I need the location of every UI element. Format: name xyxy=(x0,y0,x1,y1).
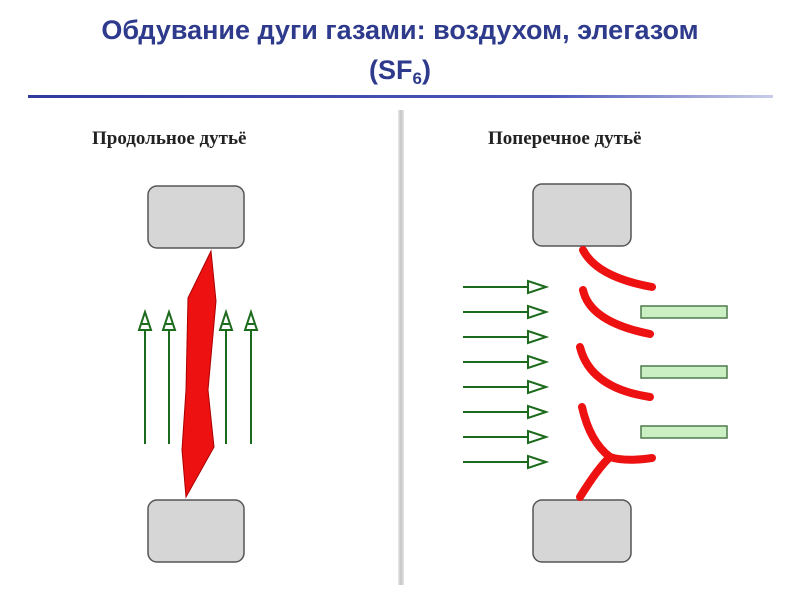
title-close-paren: ) xyxy=(421,55,431,85)
lower-electrode-right xyxy=(532,499,632,563)
gas-arrow xyxy=(463,429,550,445)
gas-arrow xyxy=(218,308,234,444)
electric-arc-transverse xyxy=(576,246,656,501)
gas-arrow xyxy=(463,404,550,420)
arc-chute-plate xyxy=(640,365,728,379)
transverse-panel xyxy=(463,183,728,563)
arc-segment xyxy=(576,343,654,401)
gas-arrow xyxy=(243,308,259,444)
longitudinal-blast-label: Продольное дутьё xyxy=(92,128,247,149)
gas-arrow xyxy=(161,308,177,444)
gas-arrow xyxy=(463,304,550,320)
gas-arrow xyxy=(463,279,550,295)
gas-arrow xyxy=(137,308,153,444)
title-subscript: 6 xyxy=(412,69,422,88)
gas-arrow xyxy=(463,454,550,470)
electric-arc-longitudinal xyxy=(181,249,217,499)
panel-divider xyxy=(398,110,404,585)
title-line-2: (SF6) xyxy=(369,55,431,88)
arc-segment xyxy=(579,286,654,338)
lower-electrode-left xyxy=(147,499,245,563)
longitudinal-panel xyxy=(137,185,259,563)
slide-title: Обдувание дуги газами: воздухом, элегазо… xyxy=(0,10,800,90)
transverse-gas-arrows xyxy=(463,279,550,470)
upper-electrode-right xyxy=(532,183,632,247)
arc-segment xyxy=(576,453,614,501)
arc-chute-plate xyxy=(640,425,728,439)
upper-electrode-left xyxy=(147,185,245,249)
arc-segment xyxy=(579,246,656,291)
gas-arrow xyxy=(463,329,550,345)
gas-arrow xyxy=(463,379,550,395)
longitudinal-gas-arrows xyxy=(137,308,259,444)
transverse-blast-label: Поперечное дутьё xyxy=(488,128,642,149)
title-formula: (SF xyxy=(369,55,413,85)
title-line-1: Обдувание дуги газами: воздухом, элегазо… xyxy=(101,15,699,45)
title-underline xyxy=(28,95,773,98)
gas-arrow xyxy=(463,354,550,370)
arc-chute-plate xyxy=(640,305,728,319)
